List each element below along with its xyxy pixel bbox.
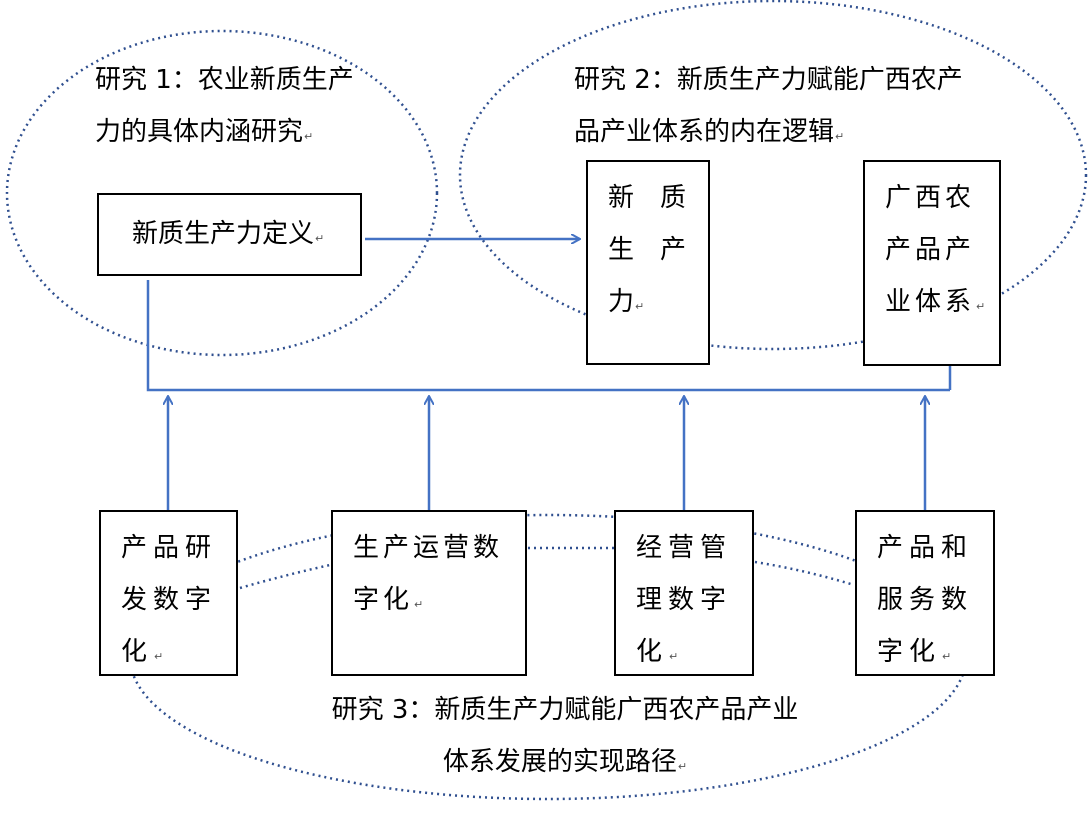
research1-ellipse [5,29,439,357]
definition-box: 新质生产力定义↵ [97,193,362,276]
productivity-box-label: 新 质 生 产 力↵ [608,183,687,317]
management-digitization-box-label: 经营管 理数字 化↵ [636,533,733,667]
connector-bus-line [146,280,950,392]
definition-box-label: 新质生产力定义↵ [132,219,325,249]
research1-label-line1: 研究 1：农业新质生产 [95,65,354,95]
research1-label-line2: 力的具体内涵研究↵ [95,117,314,147]
management-digitization-box: 经营管 理数字 化↵ [614,510,754,676]
industry-system-box-label: 广西农 产品产 业体系↵ [885,183,990,317]
research1-label: 研究 1：农业新质生产 力的具体内涵研究↵ [95,54,354,163]
service-digitization-box-label: 产品和 服务数 字化↵ [877,533,974,667]
research3-label: 研究 3：新质生产力赋能广西农产品产业 体系发展的实现路径↵ [315,684,815,793]
research2-label: 研究 2：新质生产力赋能广西农产 品产业体系的内在逻辑↵ [574,54,963,163]
research3-label-line2: 体系发展的实现路径↵ [442,747,688,777]
service-digitization-box: 产品和 服务数 字化↵ [855,510,995,676]
research2-label-line2: 品产业体系的内在逻辑↵ [574,117,845,147]
rd-digitization-box-label: 产品研 发数字 化↵ [121,533,218,667]
operation-digitization-box-label: 生产运营数 字化↵ [353,533,504,615]
research2-ellipse [458,0,1088,351]
rd-digitization-box: 产品研 发数字 化↵ [99,510,238,676]
productivity-box: 新 质 生 产 力↵ [586,160,710,365]
industry-system-box: 广西农 产品产 业体系↵ [863,160,1001,366]
operation-digitization-box: 生产运营数 字化↵ [331,510,527,676]
research2-label-line1: 研究 2：新质生产力赋能广西农产 [574,65,963,95]
research3-label-line1: 研究 3：新质生产力赋能广西农产品产业 [331,695,799,725]
